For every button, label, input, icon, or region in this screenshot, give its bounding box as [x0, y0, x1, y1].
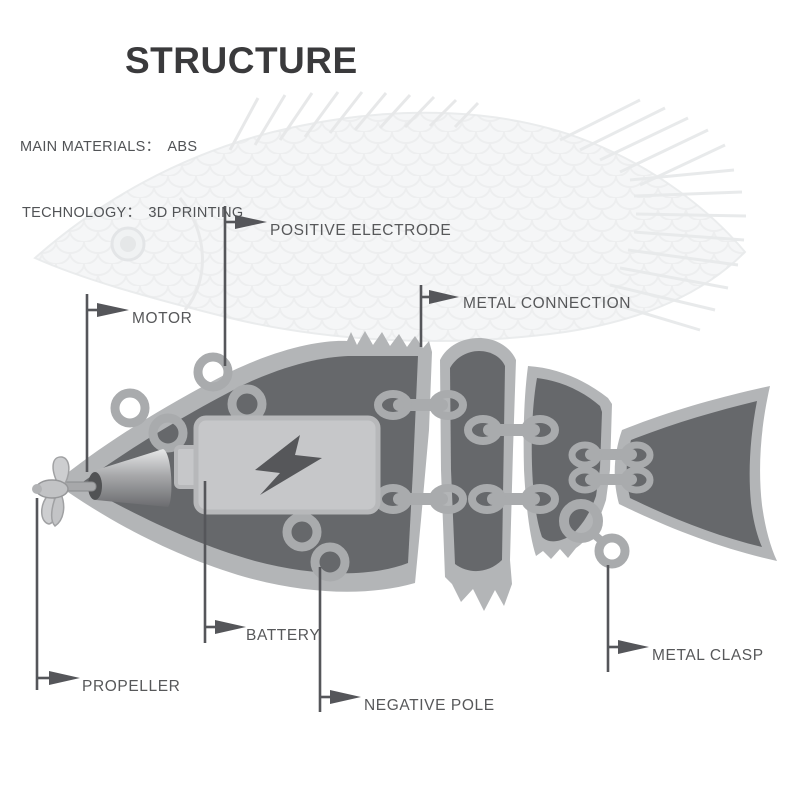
watermark-tail-fin-rays: [559, 98, 747, 332]
leader-arrow-icon: [618, 640, 649, 654]
eyelet-ring: [148, 413, 188, 453]
leader-metal-clasp: [606, 565, 649, 672]
eyelet-ring: [193, 352, 233, 392]
leader-arrow-icon: [215, 620, 246, 634]
leader-arrow-icon: [97, 303, 129, 317]
leader-battery: [203, 481, 246, 643]
metal-link: [568, 441, 654, 469]
eyelet-ring: [310, 542, 350, 582]
callout-battery: BATTERY: [246, 627, 321, 644]
leader-arrow-icon: [49, 671, 80, 685]
metal-link: [374, 484, 467, 514]
metal-link: [374, 390, 467, 420]
leader-propeller: [35, 498, 80, 690]
spec-technology: TECHNOLOGY： 3D PRINTING: [22, 201, 243, 222]
watermark-gill-line: [178, 197, 204, 311]
leader-positive-electrode: [223, 206, 267, 366]
leader-arrow-icon: [235, 215, 267, 229]
propeller: [32, 456, 70, 527]
lightning-bolt-icon: [255, 435, 322, 495]
battery: [174, 415, 381, 515]
spec-value: 3D PRINTING: [148, 205, 244, 221]
spec-label: MAIN MATERIALS：: [20, 139, 161, 155]
spec-value: ABS: [167, 139, 198, 155]
callout-motor: MOTOR: [132, 310, 193, 327]
mid-segment: [440, 338, 516, 611]
leader-negative-pole: [318, 567, 361, 712]
eyelet-ring: [110, 388, 150, 428]
callout-propeller: PROPELLER: [82, 678, 181, 695]
metal-connection-links: [374, 390, 654, 514]
leader-arrow-icon: [429, 290, 459, 304]
metal-link: [468, 484, 559, 514]
leader-metal-connection: [419, 285, 459, 347]
leader-motor: [85, 294, 129, 472]
spec-main-materials: MAIN MATERIALS： ABS: [20, 135, 197, 156]
eyelet-ring: [282, 512, 322, 552]
spec-label: TECHNOLOGY：: [22, 205, 142, 221]
metal-link: [568, 466, 654, 494]
leader-arrow-icon: [330, 690, 361, 704]
callout-positive-electrode: POSITIVE ELECTRODE: [270, 222, 452, 239]
callout-metal-clasp: METAL CLASP: [652, 647, 764, 664]
page-title: STRUCTURE: [125, 40, 358, 81]
metal-clasp: [559, 499, 630, 569]
metal-link: [464, 415, 559, 445]
callout-metal-connection: METAL CONNECTION: [463, 295, 632, 312]
tail-fin: [614, 386, 777, 561]
callout-negative-pole: NEGATIVE POLE: [364, 697, 495, 714]
watermark-dorsal-fin-rays: [228, 91, 480, 151]
eyelet-rings: [110, 352, 350, 582]
